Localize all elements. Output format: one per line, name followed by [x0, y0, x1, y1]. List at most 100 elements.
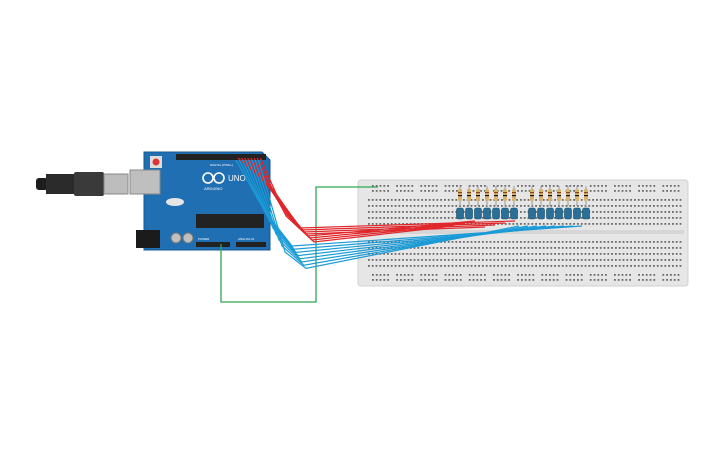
- breadboard-hole[interactable]: [641, 211, 644, 213]
- breadboard-hole[interactable]: [622, 265, 625, 267]
- breadboard-hole[interactable]: [474, 205, 477, 207]
- breadboard-hole[interactable]: [482, 247, 484, 249]
- breadboard-hole[interactable]: [493, 253, 496, 255]
- breadboard-hole[interactable]: [508, 253, 511, 255]
- breadboard-hole[interactable]: [407, 279, 410, 281]
- breadboard-hole[interactable]: [660, 265, 663, 267]
- breadboard-hole[interactable]: [630, 223, 632, 225]
- breadboard-hole[interactable]: [470, 253, 473, 255]
- breadboard-hole[interactable]: [625, 279, 628, 281]
- breadboard-hole[interactable]: [554, 217, 556, 219]
- breadboard-hole[interactable]: [504, 253, 507, 255]
- breadboard-hole[interactable]: [638, 190, 640, 192]
- breadboard-hole[interactable]: [550, 259, 553, 261]
- breadboard-hole[interactable]: [535, 259, 537, 261]
- breadboard-hole[interactable]: [625, 185, 628, 187]
- breadboard-hole[interactable]: [645, 185, 648, 187]
- led[interactable]: [528, 207, 536, 220]
- breadboard-hole[interactable]: [508, 279, 510, 281]
- breadboard-hole[interactable]: [512, 265, 515, 267]
- breadboard-hole[interactable]: [409, 241, 412, 243]
- breadboard-hole[interactable]: [622, 217, 625, 219]
- breadboard-hole[interactable]: [622, 247, 625, 249]
- breadboard-hole[interactable]: [532, 185, 535, 187]
- breadboard-hole[interactable]: [573, 205, 575, 207]
- breadboard-hole[interactable]: [634, 265, 636, 267]
- breadboard-hole[interactable]: [459, 279, 462, 281]
- breadboard-hole[interactable]: [580, 205, 583, 207]
- breadboard-hole[interactable]: [656, 199, 659, 201]
- breadboard-hole[interactable]: [664, 259, 667, 261]
- breadboard-hole[interactable]: [396, 185, 398, 187]
- breadboard-hole[interactable]: [528, 274, 531, 276]
- breadboard-hole[interactable]: [580, 217, 583, 219]
- breadboard-hole[interactable]: [535, 241, 537, 243]
- breadboard-hole[interactable]: [630, 247, 632, 249]
- breadboard-hole[interactable]: [641, 241, 644, 243]
- breadboard-hole[interactable]: [428, 217, 431, 219]
- breadboard-hole[interactable]: [629, 190, 631, 192]
- breadboard-hole[interactable]: [432, 211, 435, 213]
- breadboard-hole[interactable]: [501, 223, 503, 225]
- breadboard-hole[interactable]: [428, 211, 431, 213]
- breadboard-hole[interactable]: [656, 241, 659, 243]
- breadboard-hole[interactable]: [656, 205, 659, 207]
- breadboard-hole[interactable]: [421, 253, 423, 255]
- breadboard-hole[interactable]: [653, 279, 656, 281]
- breadboard-hole[interactable]: [444, 211, 446, 213]
- breadboard-hole[interactable]: [645, 223, 648, 225]
- breadboard-hole[interactable]: [621, 274, 624, 276]
- breadboard-hole[interactable]: [517, 185, 519, 187]
- breadboard-hole[interactable]: [375, 190, 378, 192]
- breadboard-hole[interactable]: [539, 223, 541, 225]
- breadboard-hole[interactable]: [580, 274, 583, 276]
- breadboard-hole[interactable]: [523, 199, 526, 201]
- breadboard-hole[interactable]: [593, 279, 596, 281]
- breadboard-hole[interactable]: [390, 217, 393, 219]
- breadboard-hole[interactable]: [675, 205, 678, 207]
- breadboard-hole[interactable]: [431, 185, 434, 187]
- breadboard-hole[interactable]: [409, 253, 412, 255]
- breadboard-hole[interactable]: [387, 265, 389, 267]
- breadboard-hole[interactable]: [463, 265, 465, 267]
- breadboard-hole[interactable]: [653, 185, 656, 187]
- breadboard-hole[interactable]: [637, 265, 640, 267]
- breadboard-hole[interactable]: [634, 259, 636, 261]
- breadboard-hole[interactable]: [409, 217, 412, 219]
- breadboard-hole[interactable]: [390, 241, 393, 243]
- breadboard-hole[interactable]: [603, 265, 606, 267]
- breadboard-hole[interactable]: [387, 217, 389, 219]
- breadboard-hole[interactable]: [649, 205, 651, 207]
- breadboard-hole[interactable]: [664, 205, 667, 207]
- breadboard-hole[interactable]: [531, 241, 534, 243]
- breadboard-hole[interactable]: [535, 211, 537, 213]
- breadboard-hole[interactable]: [630, 217, 632, 219]
- breadboard-hole[interactable]: [478, 241, 480, 243]
- breadboard-hole[interactable]: [425, 217, 427, 219]
- wire-blue[interactable]: [238, 159, 574, 250]
- breadboard-hole[interactable]: [615, 253, 617, 255]
- breadboard-hole[interactable]: [656, 259, 659, 261]
- breadboard-hole[interactable]: [653, 241, 655, 243]
- breadboard-hole[interactable]: [436, 199, 439, 201]
- breadboard-hole[interactable]: [664, 199, 667, 201]
- breadboard-hole[interactable]: [580, 259, 583, 261]
- breadboard-hole[interactable]: [611, 253, 613, 255]
- breadboard-hole[interactable]: [670, 279, 672, 281]
- breadboard-hole[interactable]: [622, 211, 625, 213]
- breadboard-hole[interactable]: [390, 223, 393, 225]
- breadboard-hole[interactable]: [596, 211, 598, 213]
- breadboard-hole[interactable]: [476, 185, 479, 187]
- breadboard-hole[interactable]: [653, 217, 655, 219]
- breadboard-hole[interactable]: [672, 259, 674, 261]
- breadboard-hole[interactable]: [580, 185, 583, 187]
- breadboard-hole[interactable]: [599, 199, 602, 201]
- breadboard-hole[interactable]: [679, 253, 682, 255]
- breadboard-hole[interactable]: [387, 185, 389, 187]
- breadboard-hole[interactable]: [508, 274, 510, 276]
- breadboard-hole[interactable]: [402, 259, 404, 261]
- breadboard-hole[interactable]: [390, 211, 393, 213]
- breadboard-hole[interactable]: [641, 247, 644, 249]
- breadboard-hole[interactable]: [444, 279, 447, 281]
- breadboard-hole[interactable]: [552, 190, 555, 192]
